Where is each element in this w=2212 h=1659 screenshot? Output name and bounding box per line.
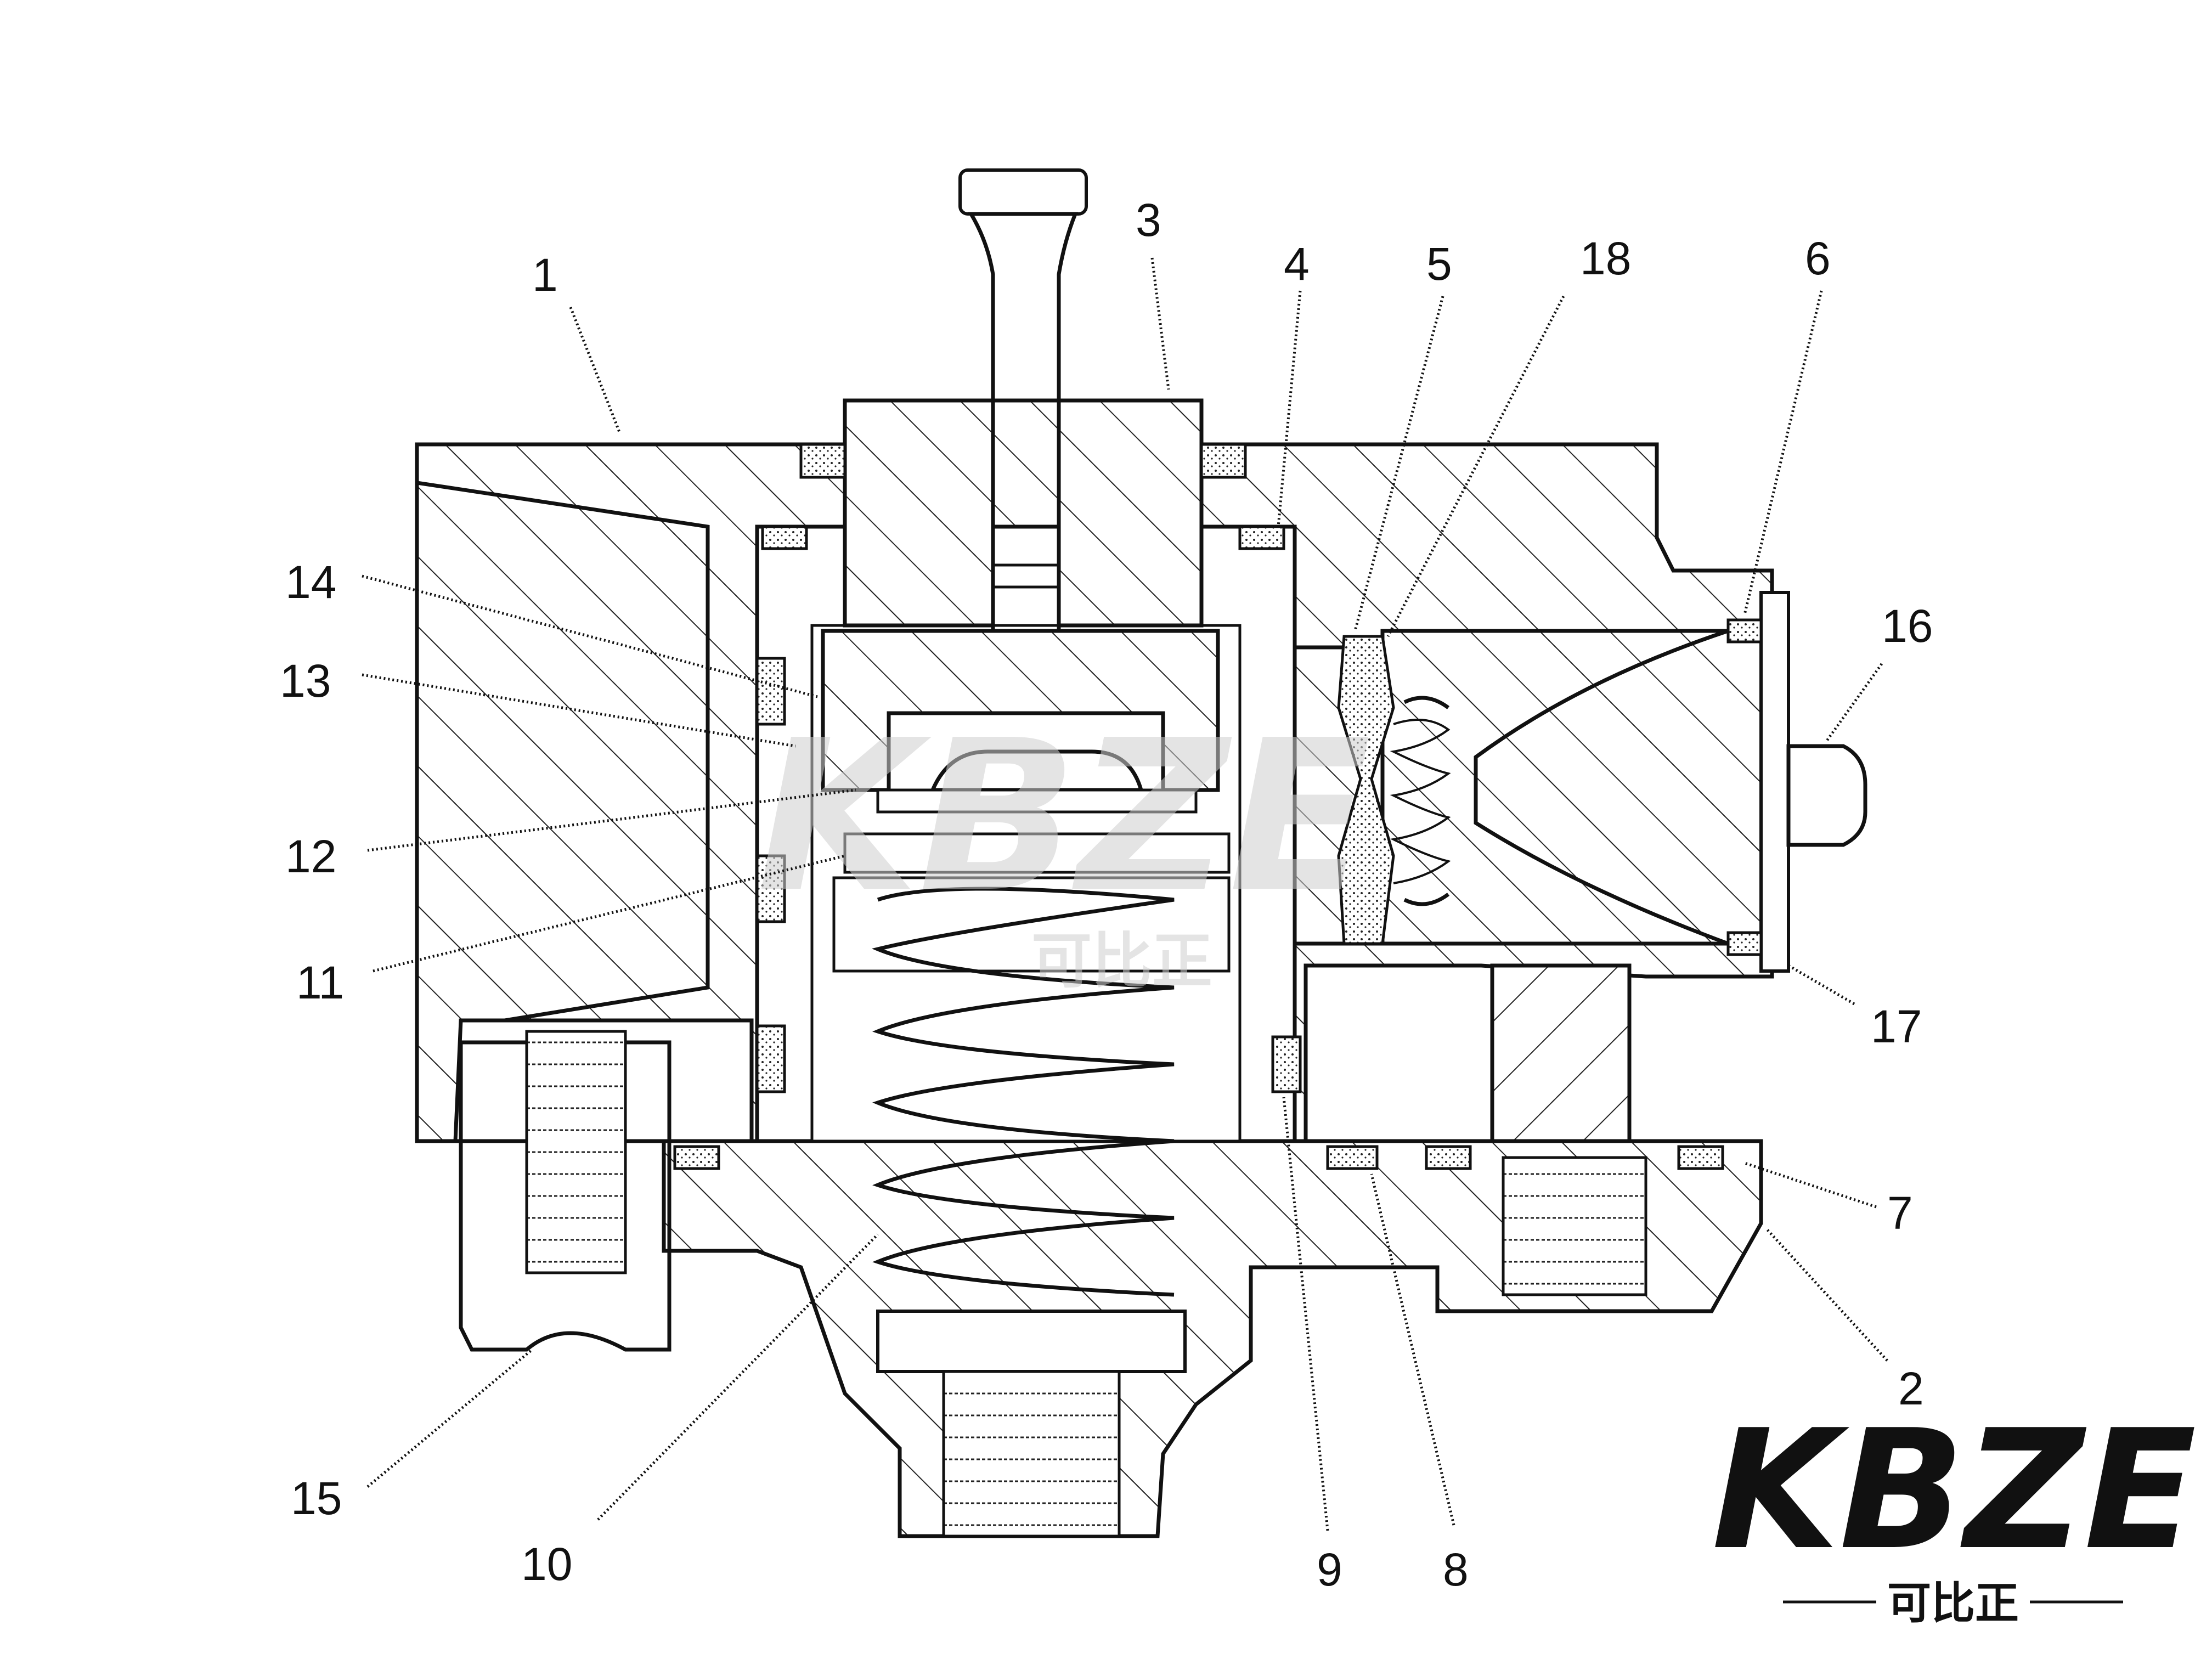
main-spring (871, 887, 1187, 1538)
callout-15: 15 (291, 1472, 342, 1524)
callout-7: 7 (1887, 1187, 1913, 1239)
callout-8: 8 (1443, 1544, 1469, 1595)
leader-16 (1825, 663, 1883, 742)
callout-3: 3 (1136, 194, 1161, 246)
logo-brand: KBZE (1712, 1395, 2197, 1586)
leader-5 (1353, 296, 1444, 631)
callout-10: 10 (521, 1538, 572, 1590)
right-chamber (1293, 591, 1867, 973)
callout-labels: 1 2 3 4 5 6 7 8 9 10 11 12 13 14 15 16 1… (280, 194, 1933, 1595)
right-lower-port (1490, 963, 1647, 1296)
leader-15 (366, 1348, 533, 1488)
watermark-subtitle: 可比正 (1031, 926, 1212, 996)
leader-10 (597, 1233, 879, 1521)
callout-6: 6 (1805, 233, 1831, 284)
callout-13: 13 (280, 655, 331, 707)
callout-14: 14 (285, 556, 336, 608)
leader-11 (373, 854, 845, 973)
leader-7 (1744, 1161, 1877, 1209)
callout-2: 2 (1898, 1363, 1924, 1414)
callout-17: 17 (1871, 1001, 1922, 1052)
leader-12 (367, 788, 856, 852)
leader-8 (1370, 1173, 1455, 1526)
leader-1 (569, 307, 622, 434)
callout-12: 12 (285, 831, 336, 882)
watermark: KBZE 可比正 (757, 695, 1371, 996)
leader-2 (1765, 1228, 1888, 1362)
callout-5: 5 (1426, 238, 1452, 290)
top-stem (843, 168, 1204, 633)
left-fitting (459, 1030, 672, 1352)
callout-16: 16 (1882, 600, 1933, 652)
watermark-brand: KBZE (757, 695, 1371, 938)
seals (673, 443, 1724, 1170)
callout-4: 4 (1284, 238, 1310, 290)
callout-1: 1 (532, 249, 558, 301)
leader-6 (1743, 290, 1823, 615)
brand-logo: KBZE 可比正 (1712, 1395, 2197, 1629)
leader-17 (1787, 964, 1855, 1006)
callout-9: 9 (1317, 1544, 1342, 1595)
leader-lines (362, 257, 1888, 1531)
logo-subtitle: 可比正 (1887, 1578, 2019, 1629)
callout-18: 18 (1580, 233, 1631, 284)
leader-3 (1150, 257, 1170, 390)
leader-13 (362, 673, 796, 748)
callout-11: 11 (296, 957, 344, 1008)
